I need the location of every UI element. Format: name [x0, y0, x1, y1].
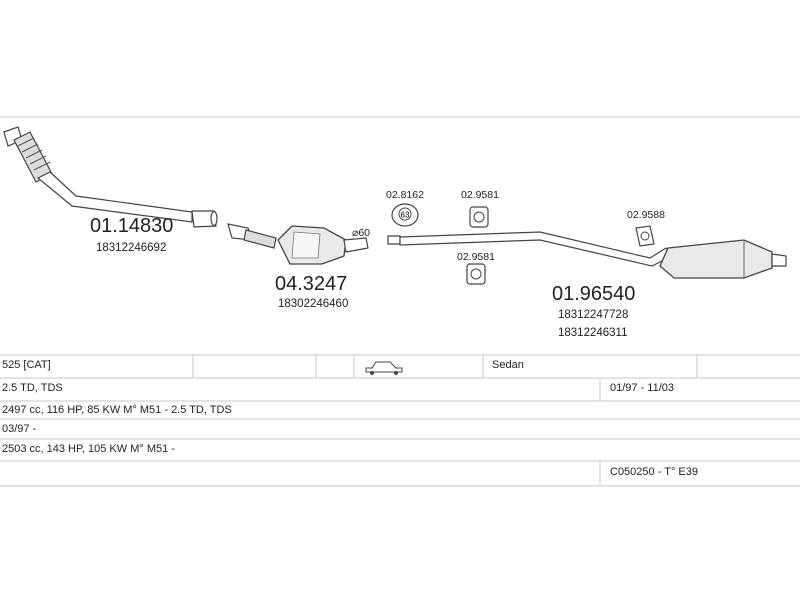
spec-cell-1: 2497 cc, 116 HP, 85 KW M° M51 - 2.5 TD, … — [2, 404, 232, 416]
spec-cell-2: 03/97 - — [2, 423, 37, 435]
front-pipe-part — [3, 126, 218, 228]
rear-pipe-code: 01.96540 — [552, 283, 635, 305]
catalyst-part — [227, 223, 369, 265]
front-pipe-oe: 18312246692 — [96, 242, 166, 254]
engine-cell: 2.5 TD, TDS — [2, 382, 63, 394]
rear-pipe-oe-1: 18312247728 — [558, 309, 628, 321]
reference-cell: C050250 - T° E39 — [610, 466, 698, 478]
sedan-car-icon — [365, 361, 403, 375]
catalyst-code: 04.3247 — [275, 273, 347, 295]
rear-silencer-pipe-part — [387, 231, 787, 279]
hanger-bottom-part — [466, 263, 486, 285]
catalyst-oe: 18302246460 — [278, 298, 348, 310]
hanger-bottom-code: 02.9581 — [457, 251, 495, 263]
body-type-cell: Sedan — [492, 359, 524, 371]
clamp-part: 63 — [391, 203, 419, 227]
rear-pipe-oe-2: 18312246311 — [558, 327, 628, 339]
hanger-rear-code: 02.9588 — [627, 209, 665, 221]
hanger-rear-part — [635, 225, 655, 247]
pipe-diameter-label: ⌀60 — [352, 227, 370, 239]
spec-cell-3: 2503 cc, 143 HP, 105 KW M° M51 - — [2, 443, 175, 455]
clamp-code: 02.8162 — [386, 189, 424, 201]
vehicle-table-grid — [0, 354, 800, 487]
hanger-top-code: 02.9581 — [461, 189, 499, 201]
svg-text:63: 63 — [401, 211, 410, 220]
date-range-cell: 01/97 - 11/03 — [610, 382, 675, 394]
hanger-top-part — [469, 206, 489, 228]
front-pipe-code: 01.14830 — [90, 215, 173, 237]
model-cell: 525 [CAT] — [2, 359, 51, 371]
